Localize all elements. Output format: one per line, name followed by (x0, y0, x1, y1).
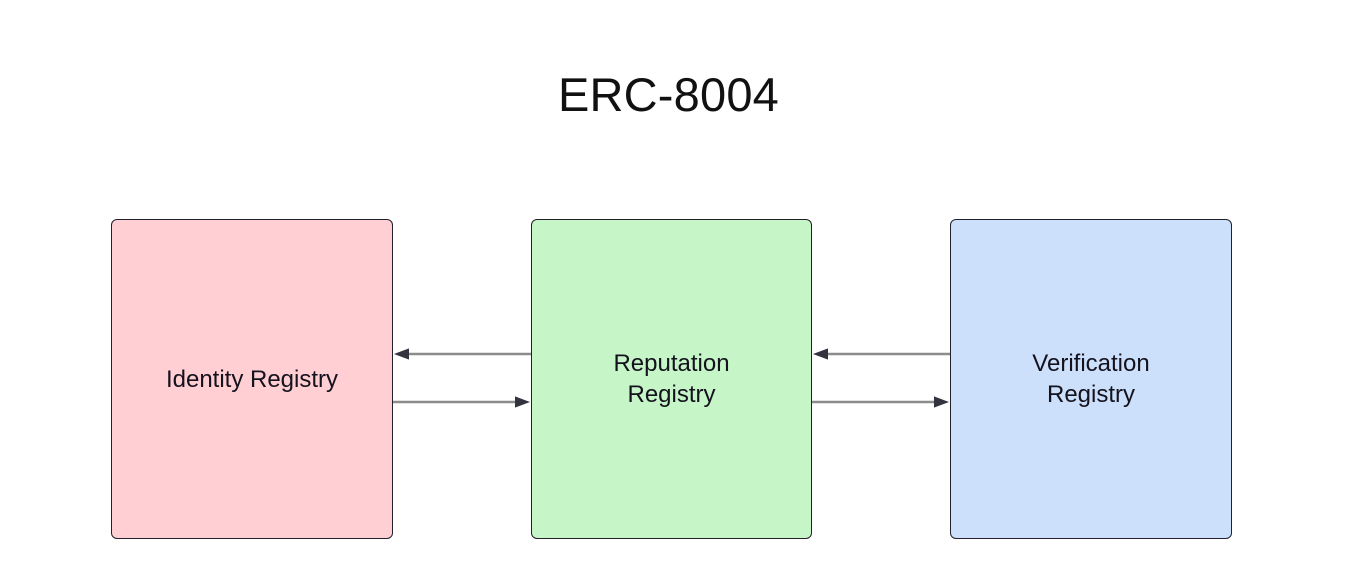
edge-verification-to-reputation (813, 348, 950, 360)
page-title: ERC-8004 (557, 68, 780, 121)
edge-reputation-to-verification (812, 396, 949, 408)
node-reputation-registry-label: Reputation Registry (613, 350, 730, 408)
node-identity-registry-label: Identity Registry (165, 365, 339, 393)
node-reputation-registry[interactable]: Reputation Registry (531, 219, 812, 539)
edge-reputation-to-identity (394, 348, 531, 360)
node-verification-registry[interactable]: Verification Registry (950, 219, 1232, 539)
edge-identity-to-reputation (393, 396, 530, 408)
node-identity-registry[interactable]: Identity Registry (111, 219, 393, 539)
node-verification-registry-label: Verification Registry (1032, 350, 1150, 408)
